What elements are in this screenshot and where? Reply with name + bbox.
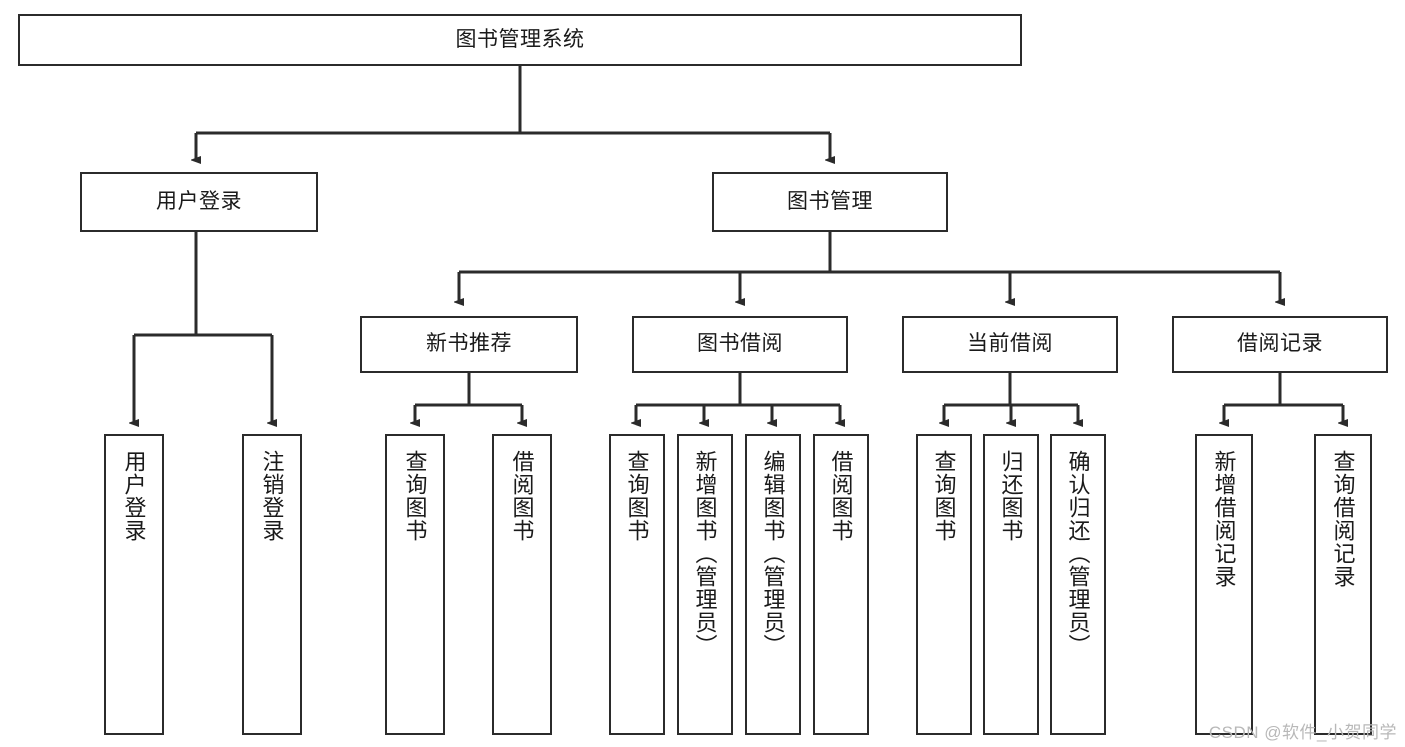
node-leaf-confirm-return[interactable]: 确认归还（管理员） [1050, 434, 1106, 735]
node-leaf-query-book-1-label: 查询图书 [402, 450, 428, 542]
node-leaf-borrow-book-1-label: 借阅图书 [509, 450, 535, 542]
node-borrow-record[interactable]: 借阅记录 [1172, 316, 1388, 373]
node-leaf-borrow-book-1[interactable]: 借阅图书 [492, 434, 552, 735]
node-leaf-logout-login[interactable]: 注销登录 [242, 434, 302, 735]
node-leaf-add-book-label: 新增图书（管理员） [692, 450, 718, 657]
node-leaf-confirm-return-label: 确认归还（管理员） [1065, 450, 1091, 657]
node-leaf-query-book-2[interactable]: 查询图书 [609, 434, 665, 735]
node-book-management[interactable]: 图书管理 [712, 172, 948, 232]
node-leaf-query-book-3-label: 查询图书 [931, 450, 957, 542]
node-root-system-label: 图书管理系统 [455, 27, 585, 51]
node-book-management-label: 图书管理 [787, 189, 873, 213]
node-root-system[interactable]: 图书管理系统 [18, 14, 1022, 66]
node-new-book-recommend[interactable]: 新书推荐 [360, 316, 578, 373]
node-leaf-user-login[interactable]: 用户登录 [104, 434, 164, 735]
node-leaf-edit-book-label: 编辑图书（管理员） [760, 450, 786, 657]
node-current-borrow[interactable]: 当前借阅 [902, 316, 1118, 373]
node-leaf-add-book[interactable]: 新增图书（管理员） [677, 434, 733, 735]
node-leaf-logout-login-label: 注销登录 [259, 450, 285, 542]
node-current-borrow-label: 当前借阅 [967, 332, 1053, 356]
node-leaf-add-record[interactable]: 新增借阅记录 [1195, 434, 1253, 735]
node-borrow-record-label: 借阅记录 [1237, 332, 1323, 356]
node-leaf-return-book-label: 归还图书 [998, 450, 1024, 542]
node-leaf-query-record-label: 查询借阅记录 [1330, 450, 1356, 588]
node-user-login[interactable]: 用户登录 [80, 172, 318, 232]
node-leaf-borrow-book-2-label: 借阅图书 [828, 450, 854, 542]
node-leaf-edit-book[interactable]: 编辑图书（管理员） [745, 434, 801, 735]
node-user-login-label: 用户登录 [156, 189, 242, 213]
node-leaf-query-record[interactable]: 查询借阅记录 [1314, 434, 1372, 735]
node-book-borrow-label: 图书借阅 [697, 332, 783, 356]
node-new-book-recommend-label: 新书推荐 [426, 332, 512, 356]
node-leaf-user-login-label: 用户登录 [121, 450, 147, 542]
node-leaf-query-book-1[interactable]: 查询图书 [385, 434, 445, 735]
node-leaf-query-book-3[interactable]: 查询图书 [916, 434, 972, 735]
node-book-borrow[interactable]: 图书借阅 [632, 316, 848, 373]
node-leaf-return-book[interactable]: 归还图书 [983, 434, 1039, 735]
node-leaf-query-book-2-label: 查询图书 [624, 450, 650, 542]
node-leaf-add-record-label: 新增借阅记录 [1211, 450, 1237, 588]
node-leaf-borrow-book-2[interactable]: 借阅图书 [813, 434, 869, 735]
